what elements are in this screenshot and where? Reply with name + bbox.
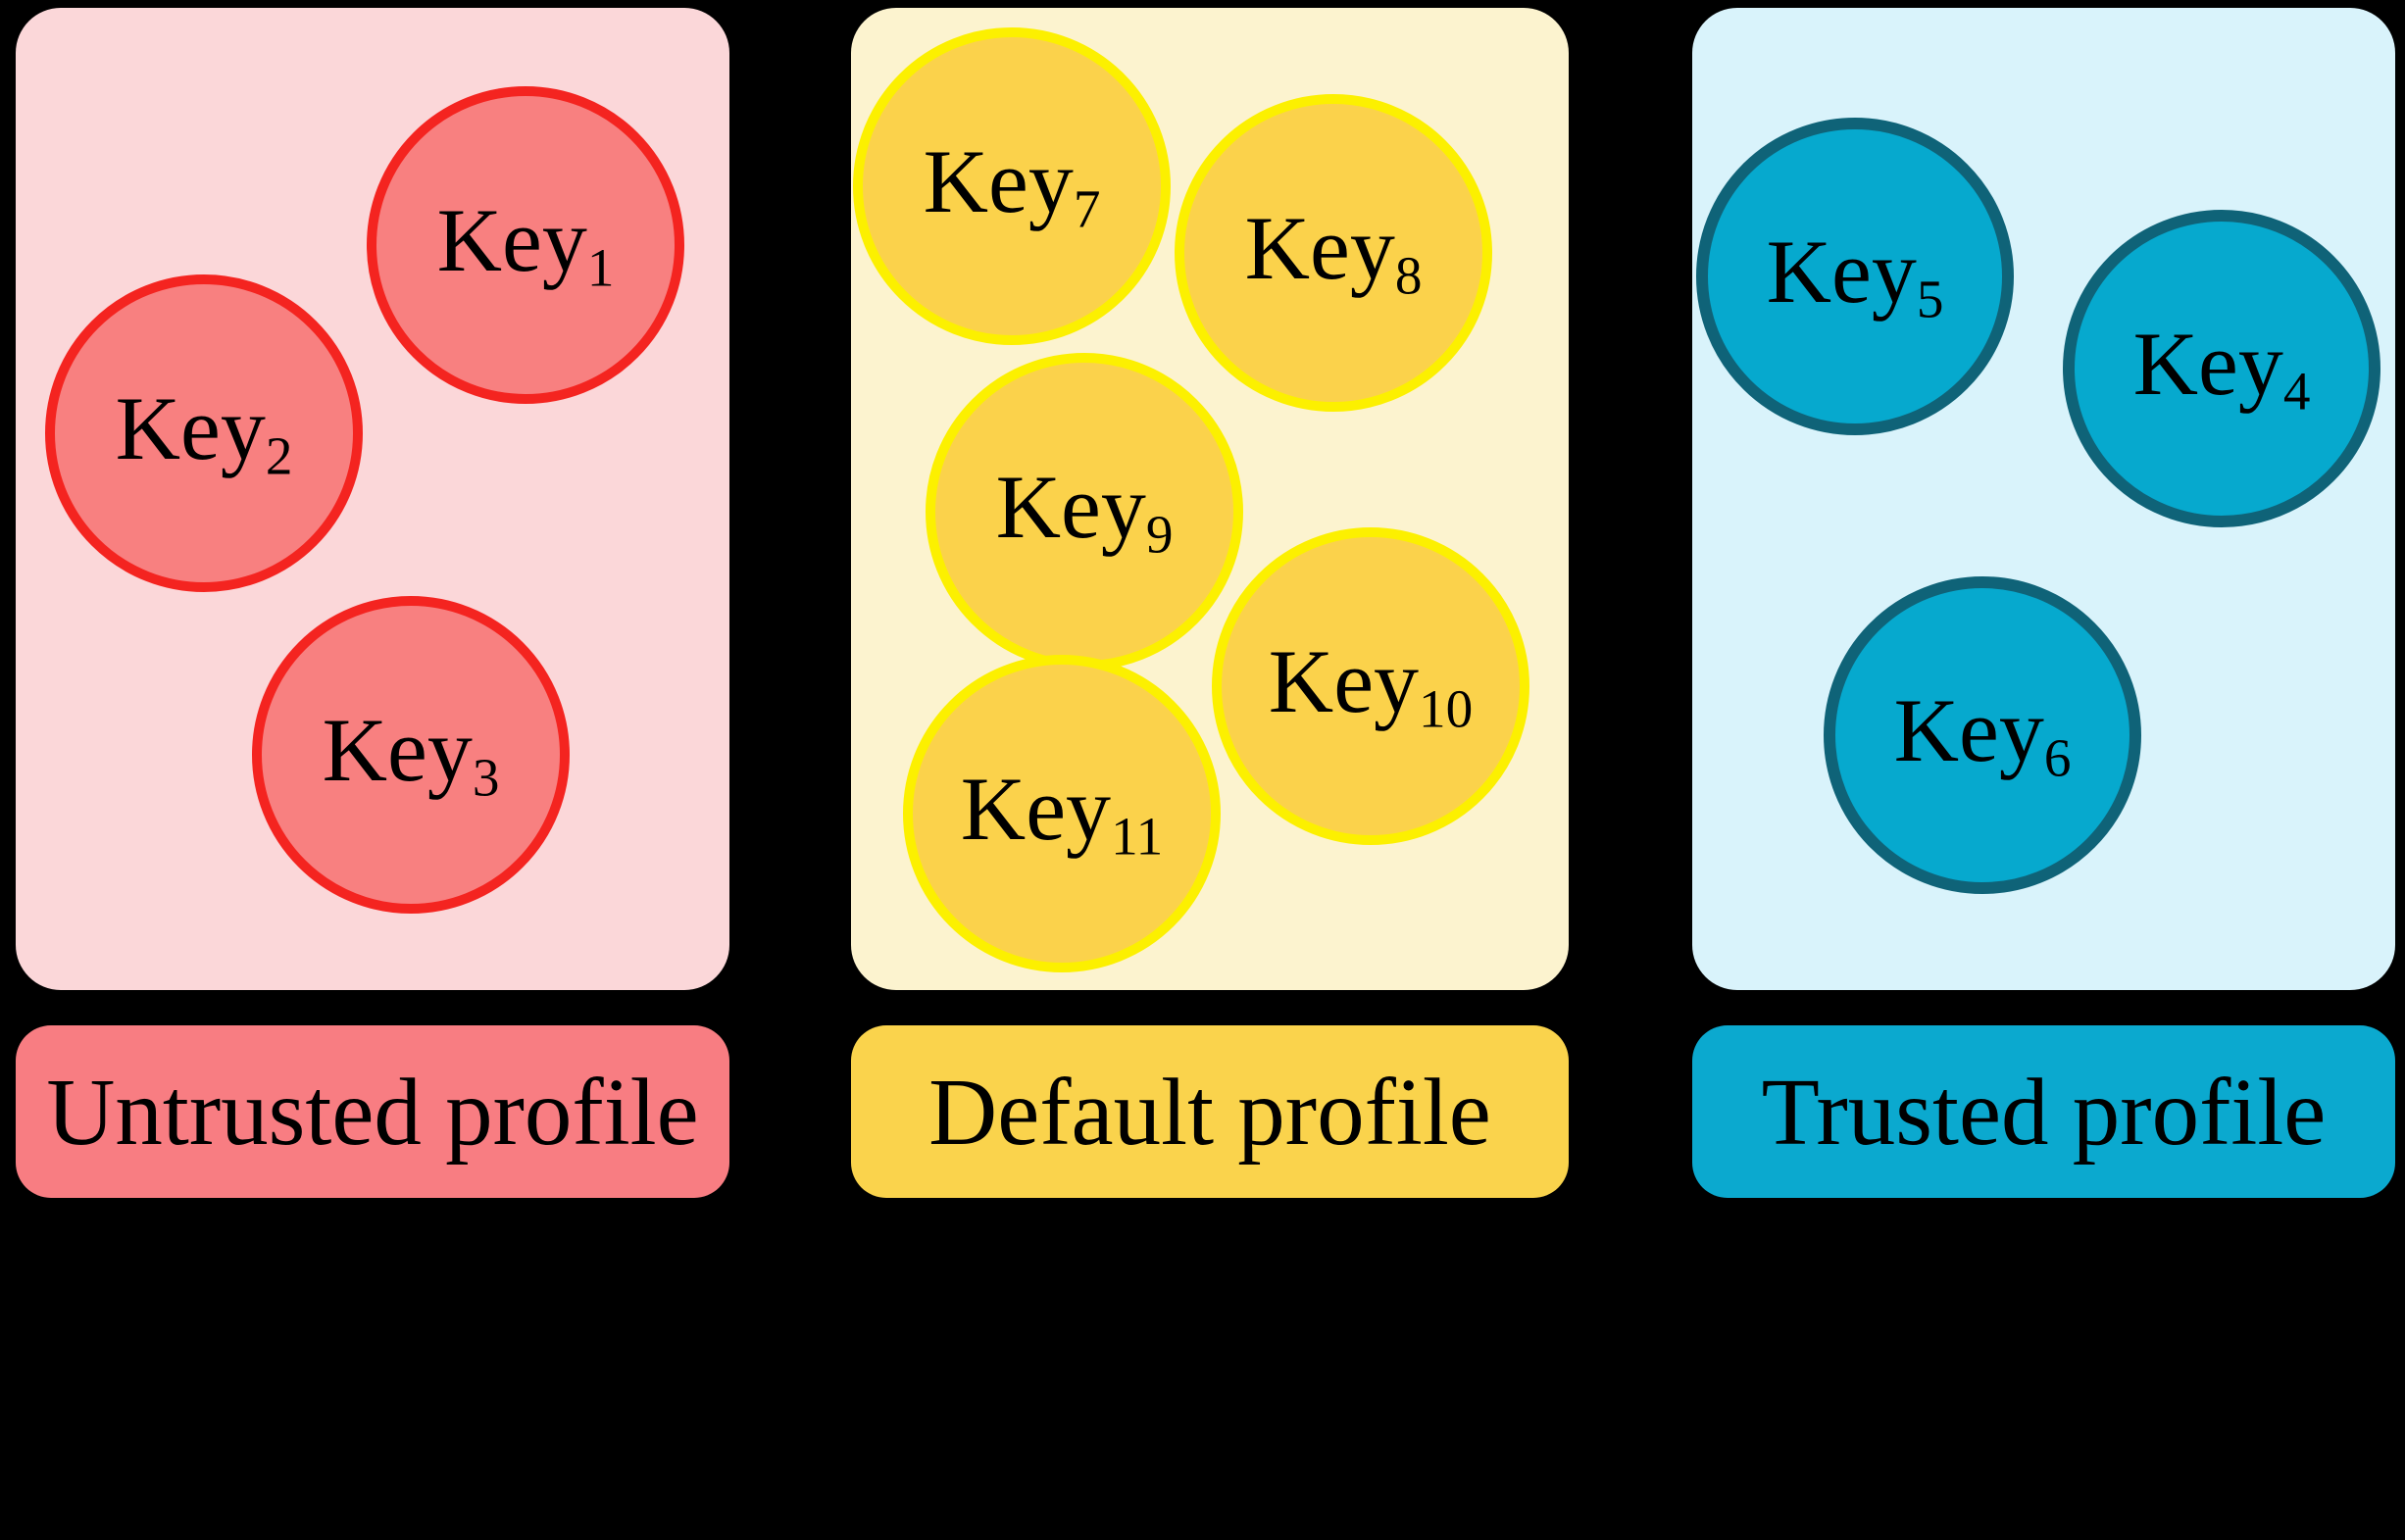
key-node-key7: Key7: [853, 27, 1171, 345]
key5-base-text: Key: [1766, 222, 1917, 323]
key-node-key1: Key1: [367, 86, 684, 404]
key4-subscript-text: 4: [2282, 361, 2311, 422]
key1-subscript-text: 1: [586, 237, 615, 298]
key-node-key9: Key9: [926, 353, 1243, 671]
key10-label: Key10: [1269, 636, 1473, 736]
trusted-profile-label-text: Trusted profile: [1761, 1059, 2327, 1165]
key3-label: Key3: [323, 705, 500, 805]
key9-label: Key9: [996, 462, 1174, 562]
key7-subscript-text: 7: [1073, 178, 1101, 239]
default-profile-label: Default profile: [851, 1025, 1569, 1198]
key-node-key2: Key2: [45, 274, 363, 592]
key7-label: Key7: [924, 136, 1101, 236]
key10-subscript-text: 10: [1419, 678, 1474, 739]
key5-label: Key5: [1767, 226, 1944, 326]
trusted-profile-label: Trusted profile: [1692, 1025, 2395, 1198]
key6-label: Key6: [1894, 685, 2072, 785]
key4-label: Key4: [2133, 319, 2311, 419]
key11-base-text: Key: [960, 759, 1112, 860]
key9-base-text: Key: [995, 457, 1146, 558]
key3-subscript-text: 3: [472, 747, 500, 808]
key11-label: Key11: [961, 764, 1163, 864]
key8-base-text: Key: [1244, 198, 1395, 299]
key-node-key8: Key8: [1175, 94, 1492, 412]
key-node-key10: Key10: [1212, 527, 1529, 845]
untrusted-profile-label: Untrusted profile: [16, 1025, 729, 1198]
key1-base-text: Key: [436, 190, 587, 291]
key-node-key6: Key6: [1824, 576, 2141, 894]
untrusted-profile-label-text: Untrusted profile: [46, 1059, 699, 1165]
key-node-key5: Key5: [1696, 118, 2014, 435]
key10-base-text: Key: [1268, 631, 1420, 732]
key1-label: Key1: [437, 195, 615, 295]
key-node-key11: Key11: [903, 655, 1221, 972]
key4-base-text: Key: [2132, 314, 2283, 415]
key2-label: Key2: [116, 383, 293, 483]
key-node-key3: Key3: [252, 596, 570, 914]
key2-subscript-text: 2: [265, 425, 293, 486]
key6-subscript-text: 6: [2043, 727, 2072, 788]
key5-subscript-text: 5: [1916, 269, 1944, 329]
default-profile-label-text: Default profile: [928, 1059, 1491, 1165]
key11-subscript-text: 11: [1111, 806, 1164, 867]
key3-base-text: Key: [322, 700, 473, 801]
key8-label: Key8: [1245, 203, 1423, 303]
key7-base-text: Key: [923, 131, 1074, 232]
key-node-key4: Key4: [2063, 210, 2380, 527]
key6-base-text: Key: [1893, 680, 2044, 781]
key9-subscript-text: 9: [1145, 504, 1174, 565]
key8-subscript-text: 8: [1394, 245, 1423, 306]
key2-base-text: Key: [115, 378, 266, 479]
